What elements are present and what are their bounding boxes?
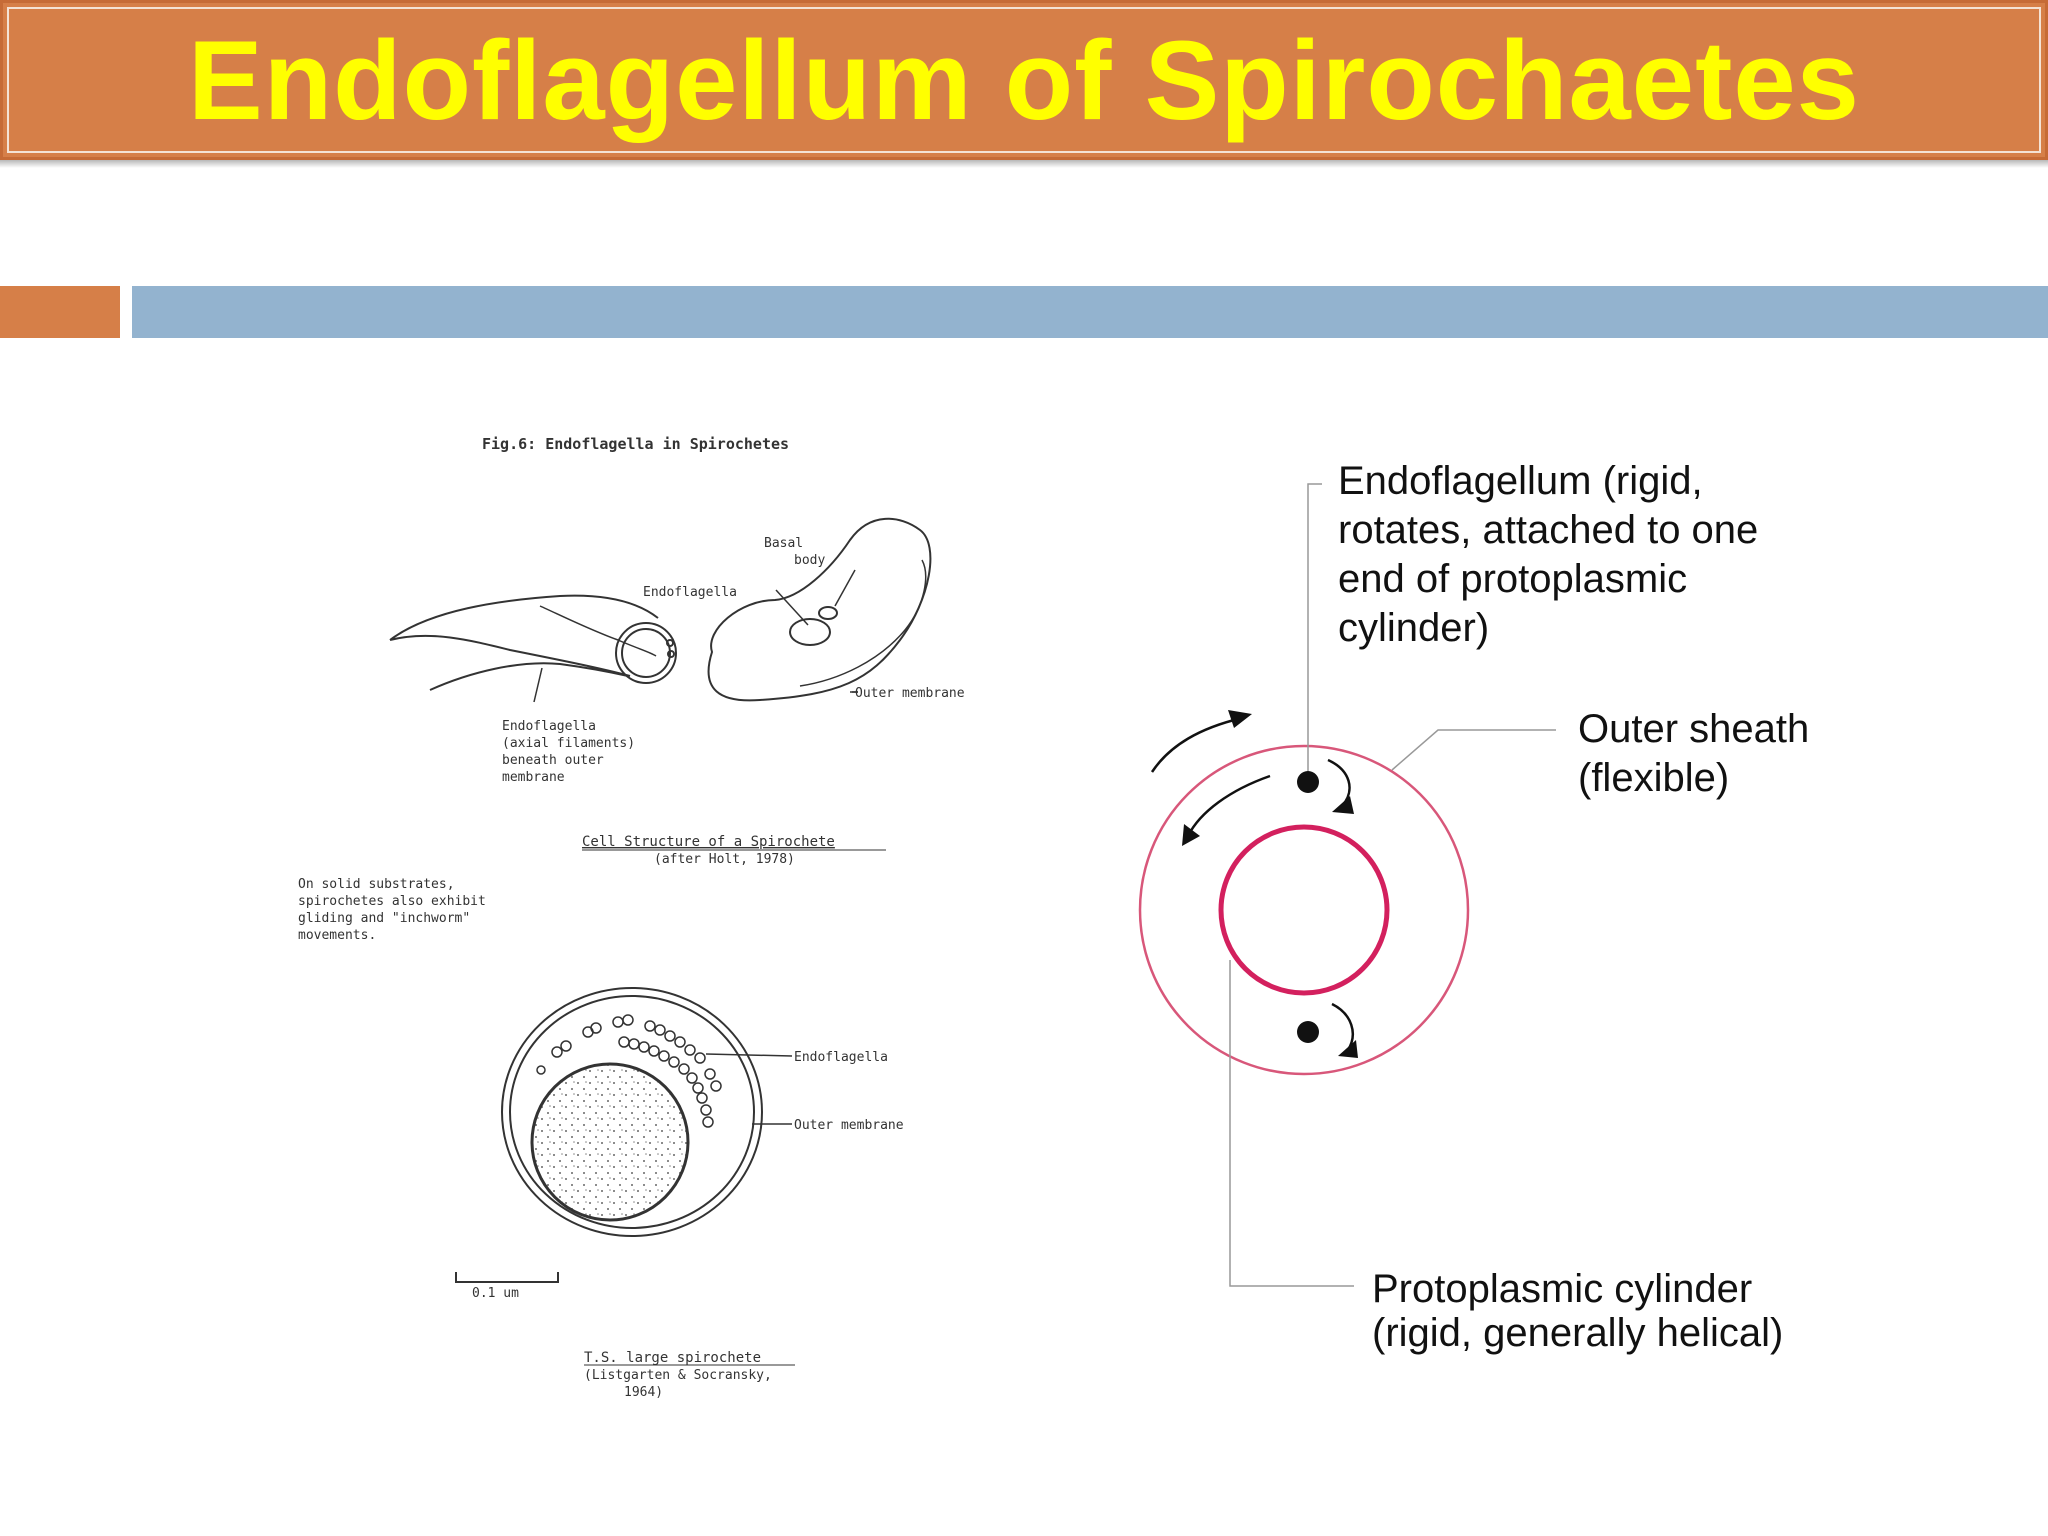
outer-sheath-label: Outer sheath (flexible) [1578,707,1809,800]
title-bar [0,0,2048,160]
svg-text:Outer sheath: Outer sheath [1578,707,1809,751]
slide-title: Endoflagellum of Spirochaetes [188,17,1860,143]
svg-text:Protoplasmic cylinder: Protoplasmic cylinder [1372,1267,1752,1311]
axial-filaments-label: Endoflagella (axial filaments) beneath o… [502,719,635,785]
endoflagellum-label: Endoflagellum (rigid, rotates, attached … [1338,459,1758,650]
transverse-section-sketch [501,987,793,1237]
svg-text:beneath outer: beneath outer [502,753,604,768]
svg-text:(rigid, generally helical): (rigid, generally helical) [1372,1311,1783,1355]
svg-text:Endoflagellum (rigid,: Endoflagellum (rigid, [1338,459,1703,503]
accent-bar-orange [0,286,120,338]
svg-text:end of protoplasmic: end of protoplasmic [1338,557,1687,601]
ts-credit-line-2: 1964) [624,1385,663,1400]
ts-endoflagella-label: Endoflagella [794,1050,888,1065]
left-figure: Fig.6: Endoflagella in Spirochetes Basal… [298,435,965,1400]
basal-body-label-2: body [794,553,825,568]
outer-membrane-label-top: Outer membrane [855,686,965,701]
svg-text:Endoflagella: Endoflagella [502,719,596,734]
svg-text:membrane: membrane [502,770,565,785]
outer-sheath-ring [1138,744,1470,1076]
rotation-arrows [1150,716,1354,1051]
accent-bar-blue [132,286,2048,338]
cell-structure-credit: (after Holt, 1978) [654,852,795,867]
protoplasmic-cylinder-label: Protoplasmic cylinder (rigid, generally … [1372,1267,1783,1355]
fig-caption: Fig.6: Endoflagella in Spirochetes [482,435,789,453]
basal-body-label-1: Basal [764,536,803,551]
svg-text:On solid substrates,: On solid substrates, [298,877,455,892]
svg-text:rotates, attached to one: rotates, attached to one [1338,508,1758,552]
scale-label: 0.1 um [472,1286,519,1301]
endoflagella-label-top: Endoflagella [643,585,737,600]
svg-text:gliding and "inchworm": gliding and "inchworm" [298,911,470,926]
ts-credit-line-1: (Listgarten & Socransky, [584,1368,772,1383]
leader-lines [1229,483,1556,1287]
arrowheads [1182,710,1358,1058]
svg-text:spirochetes also exhibit: spirochetes also exhibit [298,894,486,909]
right-figure: Endoflagellum (rigid, rotates, attached … [1138,459,1809,1355]
title-bar-shadow [0,160,2048,168]
cell-structure-caption: Cell Structure of a Spirochete [582,834,835,850]
protoplasmic-cylinder-ring [1218,824,1390,996]
ts-outer-membrane-label: Outer membrane [794,1118,904,1133]
ts-caption: T.S. large spirochete [584,1350,761,1366]
endoflagellum-dot-top [1297,771,1319,793]
gliding-note: On solid substrates, spirochetes also ex… [298,877,486,943]
svg-text:cylinder): cylinder) [1338,606,1489,650]
endoflagellum-dot-bottom [1297,1021,1319,1043]
spirochete-longitudinal-sketch [389,517,932,703]
scale-bar [455,1272,559,1283]
svg-text:(flexible): (flexible) [1578,756,1729,800]
svg-text:movements.: movements. [298,928,376,943]
svg-text:(axial filaments): (axial filaments) [502,736,635,751]
